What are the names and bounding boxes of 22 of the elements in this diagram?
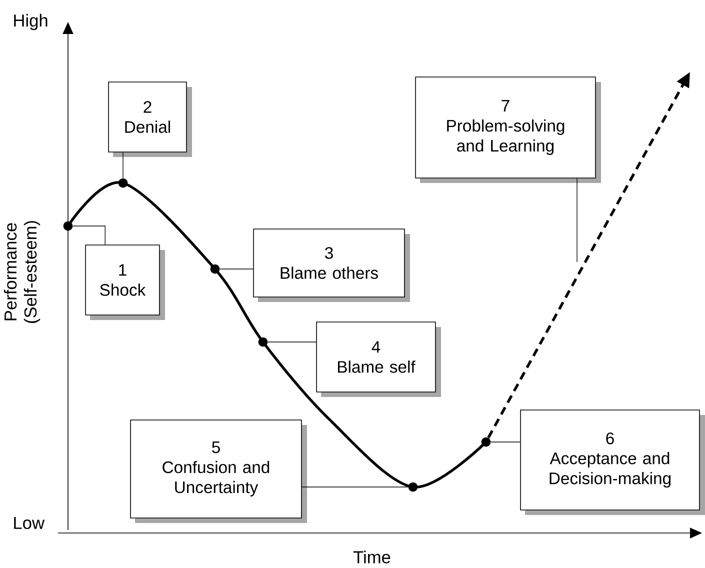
stage-box: 6 Acceptance and Decision-making [520,410,705,515]
curve-point [258,337,268,347]
axis-title: Performance (Self-esteem) [4,221,40,323]
stage-box: 1 Shock [85,244,165,320]
curve-point [408,482,418,492]
curve-point [210,264,220,274]
leader-line [72,226,106,245]
stage-box: 5 Confusion and Uncertainty [130,420,307,523]
curve-point [481,437,491,447]
stage-box: 3 Blame others [253,228,410,302]
leader-line [220,268,254,270]
leader-line [122,152,124,178]
stage-box: 7 Problem-solving and Learning [415,76,601,183]
stage-box: 4 Blame self [316,322,441,397]
curve-point [118,178,128,188]
curve-point [63,221,73,231]
axis-title: Time [353,550,390,564]
stage-box: 2 Denial [108,82,192,157]
leader-line [302,486,408,488]
leader-line [576,178,578,262]
axis-label: High [14,14,48,30]
axis-label: Low [14,516,45,530]
